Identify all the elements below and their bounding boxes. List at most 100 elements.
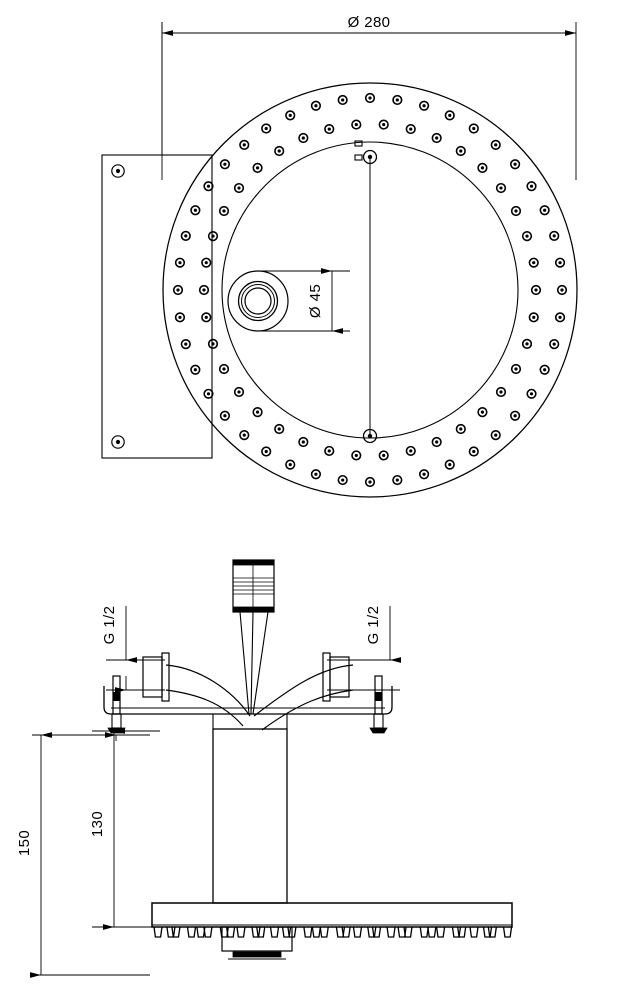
nozzle-hole bbox=[239, 430, 250, 441]
nozzle-tip bbox=[341, 926, 351, 938]
nozzle-hole bbox=[495, 386, 507, 398]
nozzle-hole bbox=[431, 436, 442, 448]
side-elevation-view-group: G 1/2 G 1/2 150 130 bbox=[16, 559, 513, 978]
label-thread-right: G 1/2 bbox=[365, 606, 382, 645]
dimension-height-150: 150 bbox=[16, 732, 150, 978]
nozzle-hole bbox=[310, 100, 322, 111]
dimension-label-diameter-45: Ø 45 bbox=[307, 284, 324, 318]
connector-cap-top bbox=[232, 559, 275, 566]
nozzle-hole bbox=[337, 94, 348, 106]
nozzle-hole bbox=[378, 450, 389, 461]
nozzle-hole bbox=[490, 430, 501, 441]
nozzle-hole bbox=[554, 257, 566, 268]
nozzle-tip bbox=[487, 926, 497, 938]
nozzle-hole bbox=[201, 312, 212, 323]
nozzle-hole bbox=[218, 363, 230, 375]
registration-mark-top bbox=[362, 149, 378, 165]
nozzle-hole bbox=[418, 100, 430, 111]
nozzle-hole bbox=[521, 338, 533, 350]
dimension-label-diameter-280: Ø 280 bbox=[348, 14, 391, 31]
nozzle-hole bbox=[337, 474, 348, 486]
nozzle-tip bbox=[502, 926, 513, 938]
nozzle-hole bbox=[207, 338, 219, 350]
nozzle-hole bbox=[510, 363, 522, 375]
nozzle-hole bbox=[324, 123, 335, 135]
square-mark-inner bbox=[354, 154, 363, 161]
nozzle-hole bbox=[539, 364, 550, 375]
mounting-plate bbox=[101, 154, 213, 459]
nozzle-hole bbox=[239, 139, 250, 150]
nozzle-tip bbox=[303, 926, 313, 938]
nozzle-hole bbox=[539, 205, 550, 216]
nozzle-tip bbox=[203, 926, 213, 938]
nozzle-tip bbox=[256, 926, 266, 938]
nozzle-hole bbox=[252, 407, 263, 418]
nozzle-hole bbox=[444, 110, 455, 121]
nozzle-hole bbox=[477, 162, 488, 173]
nozzle-hole bbox=[190, 205, 201, 216]
nozzle-tip bbox=[171, 926, 181, 938]
nozzle-hole bbox=[198, 284, 210, 296]
top-connector-cartridge bbox=[232, 559, 275, 613]
outlet-housing bbox=[221, 926, 293, 952]
fitting-right bbox=[322, 652, 350, 702]
nozzle-hole bbox=[392, 474, 403, 486]
nozzle-hole bbox=[468, 446, 479, 457]
dimension-label-130: 130 bbox=[89, 811, 106, 837]
nozzle-hole bbox=[218, 205, 230, 217]
nozzle-hole bbox=[261, 123, 272, 134]
dimension-label-150: 150 bbox=[16, 830, 33, 856]
nozzle-ring-outer bbox=[172, 92, 568, 488]
nozzle-tip bbox=[367, 926, 377, 938]
registration-mark-bottom bbox=[362, 428, 378, 444]
mounting-hole-top bbox=[111, 164, 125, 178]
nozzle-hole bbox=[233, 182, 245, 194]
nozzle-tip bbox=[186, 926, 197, 938]
nozzle-hole bbox=[431, 132, 442, 144]
nozzle-hole bbox=[219, 410, 230, 421]
nozzle-hole bbox=[174, 312, 186, 323]
nozzle-hole bbox=[219, 159, 230, 170]
nozzle-hole bbox=[233, 386, 245, 398]
dimension-height-130: 130 bbox=[89, 728, 222, 930]
nozzle-tip bbox=[319, 926, 329, 938]
nozzle-hole bbox=[172, 284, 184, 296]
inlet-boss bbox=[227, 270, 289, 332]
nozzle-hole bbox=[495, 182, 507, 194]
fitting-left bbox=[142, 652, 170, 702]
nozzle-hole bbox=[190, 364, 201, 375]
nozzle-hole bbox=[526, 388, 537, 399]
nozzle-tip bbox=[225, 926, 236, 938]
top-view-group: Ø 280 bbox=[101, 14, 578, 498]
nozzle-hole bbox=[285, 459, 296, 470]
nozzle-tip bbox=[435, 926, 446, 938]
nozzle-tip bbox=[335, 926, 346, 938]
nozzle-hole bbox=[444, 459, 455, 470]
nozzle-tip bbox=[153, 926, 163, 938]
centre-tube-mid bbox=[250, 611, 254, 715]
nozzle-tip bbox=[166, 926, 176, 938]
nozzle-hole bbox=[490, 139, 501, 150]
nozzle-hole bbox=[174, 257, 186, 268]
square-mark-outer bbox=[354, 140, 363, 147]
nozzle-hole bbox=[455, 423, 466, 435]
nozzle-tip bbox=[352, 926, 363, 938]
hose-right-inner bbox=[261, 689, 354, 731]
bottom-outlet bbox=[221, 926, 293, 960]
nozzle-hole bbox=[180, 338, 191, 350]
nozzle-hole bbox=[285, 110, 296, 121]
centre-tube-right bbox=[252, 611, 269, 715]
nozzle-hole bbox=[252, 162, 263, 173]
nozzle-tip bbox=[281, 926, 292, 938]
label-thread-left: G 1/2 bbox=[101, 606, 118, 645]
nozzle-hole bbox=[274, 423, 285, 435]
nozzle-hole bbox=[298, 132, 309, 144]
nozzle-hole bbox=[392, 94, 403, 106]
nozzle-hole bbox=[405, 445, 416, 457]
outlet-seal bbox=[232, 951, 282, 958]
nozzle-hole bbox=[364, 476, 376, 488]
shower-stem-body bbox=[212, 713, 288, 904]
shower-head-plate bbox=[151, 902, 513, 928]
mounting-plate-outline bbox=[101, 154, 213, 459]
nozzle-tip bbox=[397, 926, 407, 938]
